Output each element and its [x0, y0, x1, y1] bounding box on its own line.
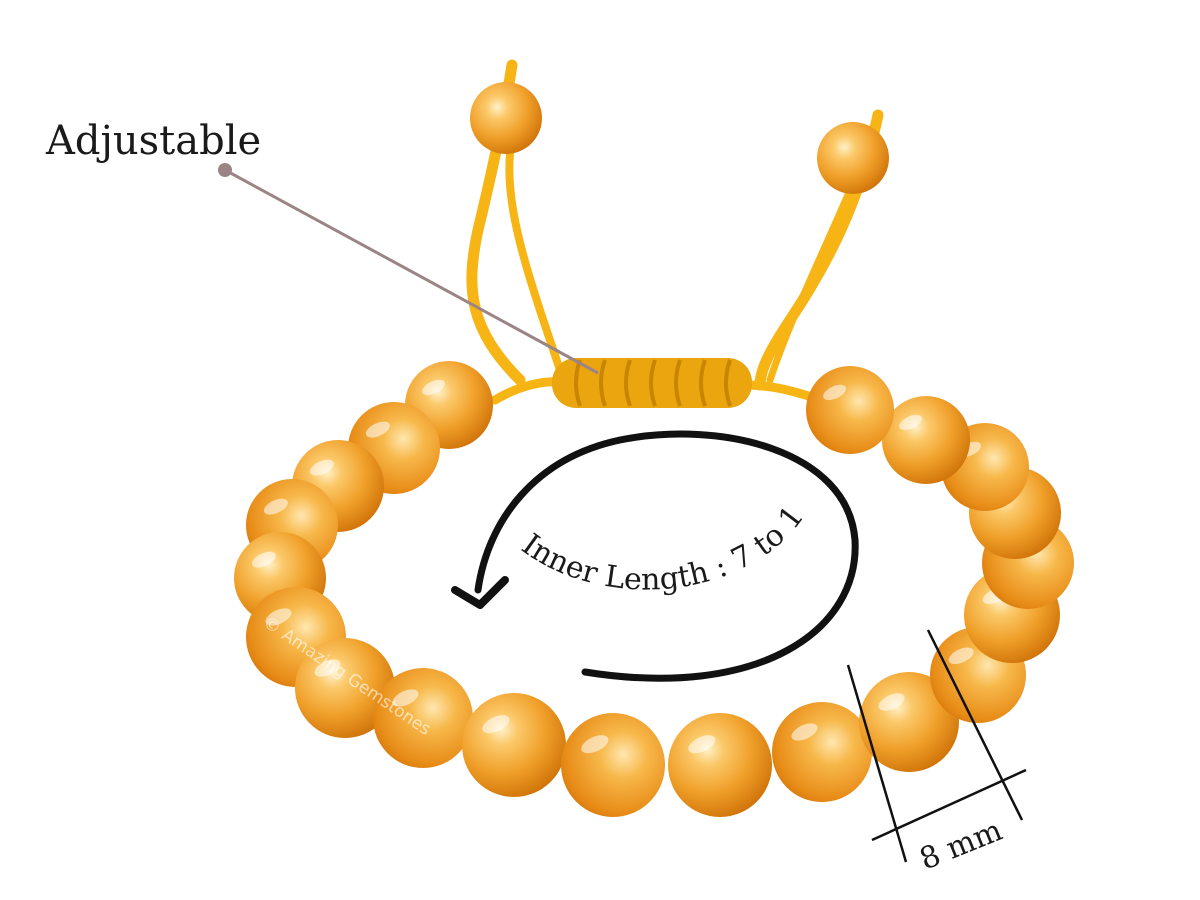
bracelet-bead [772, 702, 872, 802]
bead-highlight [688, 735, 716, 754]
bracelet-bead [462, 693, 566, 797]
bead-highlight [482, 715, 510, 734]
bead-size-annotation [846, 629, 1027, 863]
pointer-line [224, 168, 599, 375]
bead-highlight [899, 414, 923, 431]
sliding-knot [552, 358, 752, 408]
arrow-head-icon [451, 576, 509, 609]
adjustable-annotation: Adjustable [45, 118, 599, 375]
bead-highlight [309, 459, 334, 476]
bead-highlight [263, 498, 288, 515]
bead-highlight [581, 735, 609, 754]
bead-size-label: 8 mm [915, 813, 1007, 877]
bead-highlight [251, 551, 276, 568]
bracelet-beads [234, 361, 1074, 817]
inner-length-annotation: Inner Length : 7 to 10.5 inch [0, 0, 859, 682]
bead-highlight [948, 647, 974, 665]
bead-highlight [365, 421, 390, 438]
bead-highlight [422, 379, 446, 396]
bracelet-bead [668, 713, 772, 817]
bracelet-bead [561, 713, 665, 817]
adjustable-label: Adjustable [45, 118, 261, 164]
cord-end-beads [470, 82, 889, 194]
inner-length-label: Inner Length : 7 to 10.5 inch [0, 0, 811, 598]
bead-highlight [314, 659, 341, 677]
pointer-dot [218, 163, 232, 177]
bead-highlight [265, 608, 292, 626]
bracelet-bead [295, 638, 395, 738]
bracelet-bead [373, 668, 473, 768]
bracelet-bead [882, 396, 970, 484]
bead-highlight [791, 723, 818, 741]
bracelet-bead [859, 672, 959, 772]
bracelet-bead [806, 366, 894, 454]
bead-highlight [823, 384, 847, 401]
curved-arrow-icon [474, 430, 859, 682]
bead-highlight [878, 693, 905, 711]
bead-highlight [392, 689, 419, 707]
